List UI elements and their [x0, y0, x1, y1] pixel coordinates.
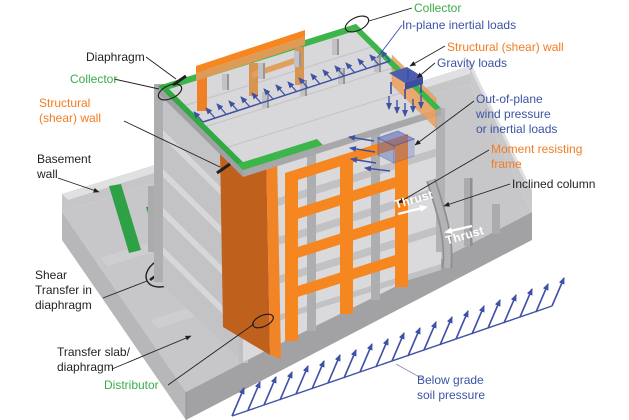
label-below-grade-soil-pressure: Below grade soil pressure — [417, 373, 486, 402]
label-gravity-loads: Gravity loads — [437, 56, 508, 70]
label-collector-left: Collector — [70, 72, 118, 86]
collector-circle-left — [157, 83, 183, 101]
soil-pressure-arrows — [231, 277, 565, 417]
leader-distributor — [167, 323, 255, 386]
out-of-plane-load-symbol — [348, 130, 416, 172]
label-basement-wall: Basement wall — [37, 152, 92, 181]
leader-gravity — [416, 62, 436, 79]
gravity-loads-symbol — [386, 67, 424, 117]
leader-in-plane — [376, 24, 403, 59]
leader-moment-frame — [397, 149, 490, 204]
inclined-column — [426, 178, 453, 269]
leader-collector-right — [368, 7, 413, 22]
label-shear-transfer: Shear Transfer in diaphragm — [35, 268, 92, 312]
label-inclined-column: Inclined column — [512, 177, 596, 191]
moment-resisting-frame — [285, 134, 408, 341]
in-plane-load-arrows — [193, 50, 391, 123]
thrust-arrow-right — [397, 205, 428, 216]
leader-collector-left — [113, 78, 160, 90]
leader-lines — [57, 7, 511, 386]
roof-portal-frame — [196, 30, 305, 111]
leader-below-grade — [395, 363, 424, 380]
thrust-arrows — [397, 205, 473, 235]
label-in-plane-inertial-loads: In-plane inertial loads — [402, 18, 517, 32]
leader-out-of-plane — [414, 100, 475, 146]
leader-inclined-column — [443, 183, 511, 207]
leader-transfer-slab — [111, 335, 192, 370]
label-collector-right: Collector — [414, 1, 462, 15]
label-transfer-slab: Transfer slab/ diaphragm — [57, 345, 130, 374]
label-out-of-plane-loads: Out-of-plane wind pressure or inertial l… — [476, 92, 558, 136]
leader-shear-transfer — [102, 280, 148, 299]
label-moment-resisting-frame: Moment resisting frame — [491, 142, 583, 171]
collector-circle-right — [344, 15, 370, 33]
distributor-circle — [252, 313, 274, 329]
leader-shear-wall-right — [409, 45, 446, 67]
leader-shear-wall-left — [123, 120, 221, 168]
leader-diaphragm — [145, 56, 177, 80]
label-distributor: Distributor — [104, 378, 159, 392]
leader-basement-wall — [57, 177, 100, 193]
label-structural-shear-wall-left: Structural (shear) wall — [39, 96, 102, 125]
label-structural-shear-wall-right: Structural (shear) wall — [447, 40, 564, 54]
label-diaphragm: Diaphragm — [86, 50, 145, 64]
thrust-arrow-left — [444, 224, 473, 235]
